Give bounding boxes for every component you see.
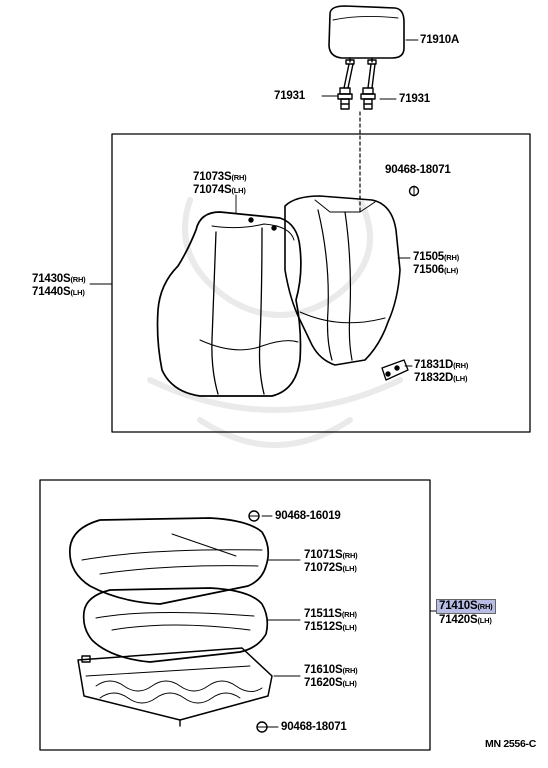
label-headrest[interactable]: 71910A	[420, 34, 459, 46]
part-number-rh: 71430S	[32, 273, 71, 285]
clip-cushion-bottom[interactable]	[256, 721, 268, 733]
part-number-rh: 71071S	[304, 549, 343, 561]
part-number: 90468-18071	[281, 721, 347, 733]
part-number: 71931	[274, 90, 305, 102]
label-cushion-frame[interactable]: 71610S(RH) 71620S(LH)	[304, 664, 358, 690]
side-tag-rh: (RH)	[231, 173, 247, 182]
label-cushion-assy[interactable]: 71410S(RH) 71420S(LH)	[436, 599, 497, 627]
part-number-rh: 71073S	[193, 171, 232, 183]
side-tag-lh: (LH)	[342, 564, 357, 573]
seatback-cover[interactable]	[156, 211, 302, 397]
watermark-emblem	[147, 197, 403, 448]
seatback-bracket[interactable]	[381, 359, 409, 381]
part-number-rh: 71511S	[304, 608, 342, 620]
side-tag-rh: (RH)	[341, 610, 357, 619]
side-tag-lh: (LH)	[70, 288, 85, 297]
side-tag-rh: (RH)	[453, 361, 469, 370]
label-headrest-support-left[interactable]: 71931	[274, 90, 305, 102]
part-number-rh: 71610S	[304, 664, 343, 676]
cushion-group-box	[39, 479, 431, 751]
label-back-assy[interactable]: 71430S(RH) 71440S(LH)	[32, 273, 86, 299]
cushion-frame[interactable]	[77, 647, 273, 727]
headrest-support-right[interactable]	[360, 87, 376, 110]
part-number: 71931	[399, 93, 430, 105]
part-number-lh: 71620S	[304, 677, 343, 689]
side-tag-rh: (RH)	[443, 253, 460, 262]
part-number: 71910A	[420, 34, 460, 46]
seatback-group-box	[111, 133, 531, 433]
diagram-reference-code: MN 2556-C	[485, 738, 536, 750]
clip-top[interactable]	[408, 185, 420, 197]
clip-cushion-top[interactable]	[248, 510, 260, 522]
side-tag-rh: (RH)	[70, 275, 86, 284]
side-tag-lh: (LH)	[342, 679, 357, 688]
part-number-lh: 71072S	[304, 562, 343, 574]
part-number-lh: 71506	[413, 264, 444, 276]
side-tag-rh: (RH)	[477, 602, 493, 611]
cushion-cover[interactable]	[69, 517, 270, 605]
side-tag-lh: (LH)	[453, 374, 468, 383]
part-number-lh: 71074S	[193, 184, 232, 196]
label-headrest-support-right[interactable]: 71931	[399, 93, 430, 105]
part-number-rh: 71505	[413, 251, 444, 263]
highlight-selected-part[interactable]: 71410S(RH)	[436, 599, 497, 614]
label-cushion-cover[interactable]: 71071S(RH) 71072S(LH)	[304, 549, 358, 575]
headrest-support-left[interactable]	[337, 87, 353, 110]
side-tag-lh: (LH)	[342, 623, 357, 632]
label-back-pad[interactable]: 71505(RH) 71506(LH)	[413, 251, 459, 277]
part-number-rh: 71831D	[414, 359, 454, 371]
part-number: 90468-18071	[385, 164, 451, 176]
part-number-lh: 71512S	[304, 621, 343, 633]
part-number-rh: 71410S	[439, 600, 478, 612]
label-back-bracket[interactable]: 71831D(RH) 71832D(LH)	[414, 359, 468, 385]
side-tag-lh: (LH)	[443, 266, 459, 275]
part-number: 90468-16019	[275, 510, 341, 522]
label-clip-cushion-top[interactable]: 90468-16019	[275, 510, 341, 522]
side-tag-lh: (LH)	[477, 616, 492, 625]
seatback-pad[interactable]	[284, 195, 401, 366]
label-clip-cushion-bottom[interactable]: 90468-18071	[281, 721, 347, 733]
leader-lines-cushion	[261, 515, 301, 728]
label-back-cover[interactable]: 71073S(RH) 71074S(LH)	[193, 171, 247, 197]
side-tag-lh: (LH)	[231, 186, 246, 195]
label-cushion-pad[interactable]: 71511S(RH) 71512S(LH)	[304, 608, 357, 634]
side-tag-rh: (RH)	[342, 551, 358, 560]
headrest-stays	[343, 63, 376, 89]
part-number-lh: 71832D	[414, 372, 454, 384]
headrest[interactable]	[328, 5, 405, 65]
part-number-lh: 71440S	[32, 286, 71, 298]
label-clip-top[interactable]: 90468-18071	[385, 164, 451, 176]
cushion-pad[interactable]	[82, 587, 269, 663]
leader-lines-back	[89, 39, 419, 367]
side-tag-rh: (RH)	[342, 666, 358, 675]
part-number-lh: 71420S	[439, 614, 478, 626]
